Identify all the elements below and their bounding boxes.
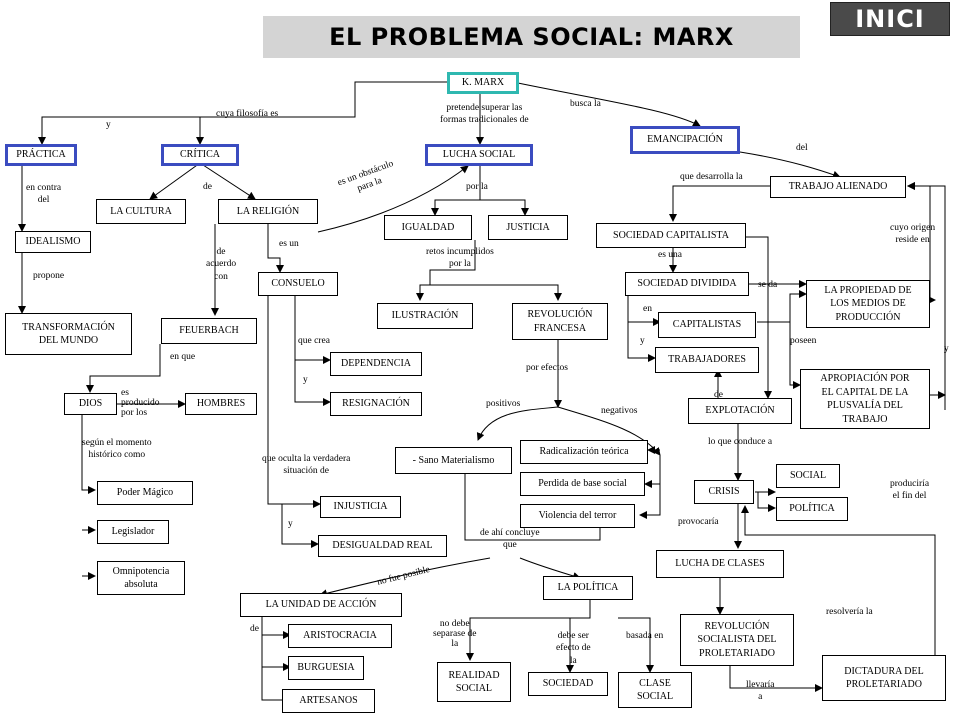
node-consuelo: CONSUELO: [258, 272, 338, 296]
node-social: SOCIAL: [776, 464, 840, 488]
link-cuyo-origen: cuyo origen reside en: [890, 223, 936, 246]
node-idealismo: IDEALISMO: [15, 231, 91, 253]
node-radicalizacion: Radicalización teórica: [520, 440, 648, 464]
home-button[interactable]: INICI: [830, 2, 950, 36]
node-legislador: Legislador: [97, 520, 169, 544]
page-title: EL PROBLEMA SOCIAL: MARX: [329, 23, 734, 51]
link-en-div: en: [643, 304, 652, 314]
node-sociedad-capitalista: SOCIEDAD CAPITALISTA: [596, 223, 746, 248]
link-es-producido: es producido por los: [121, 388, 160, 418]
node-transformacion: TRANSFORMACIÓN DEL MUNDO: [5, 313, 132, 355]
link-en-contra-del: en contra del: [26, 183, 62, 206]
link-se-da: se da: [758, 280, 778, 290]
node-dios: DIOS: [64, 393, 117, 415]
node-resignacion: RESIGNACIÓN: [330, 392, 422, 416]
link-segun-momento: según el momento histórico como: [82, 438, 152, 461]
page-title-bar: EL PROBLEMA SOCIAL: MARX: [263, 16, 800, 58]
node-trabajadores: TRABAJADORES: [655, 347, 759, 373]
node-ilustracion: ILUSTRACIÓN: [377, 303, 473, 329]
node-poder-magico: Poder Mágico: [97, 481, 193, 505]
link-poseen: poseen: [790, 336, 817, 346]
node-dependencia: DEPENDENCIA: [330, 352, 422, 376]
link-que-crea: que crea: [298, 336, 330, 346]
node-revolucion-francesa: REVOLUCIÓN FRANCESA: [512, 303, 608, 340]
link-de-critica: de: [203, 182, 212, 192]
link-lo-que-conduce: lo que conduce a: [708, 437, 773, 447]
link-propone: propone: [33, 271, 65, 281]
node-burguesia: BURGUESIA: [288, 656, 364, 680]
link-en-que: en que: [170, 352, 196, 362]
link-que-desarrolla: que desarrolla la: [680, 172, 743, 182]
link-positivos: positivos: [486, 399, 521, 409]
node-religion: LA RELIGIÓN: [218, 199, 318, 224]
link-es-un: es un: [279, 239, 299, 249]
node-lucha-clases: LUCHA DE CLASES: [656, 550, 784, 578]
node-sociedad: SOCIEDAD: [528, 672, 608, 696]
node-crisis: CRISIS: [694, 480, 754, 504]
node-clase-social: CLASE SOCIAL: [618, 672, 692, 708]
link-de-unidad: de: [250, 624, 259, 634]
node-practica: PRÁCTICA: [5, 144, 77, 166]
node-artesanos: ARTESANOS: [282, 689, 375, 713]
node-igualdad: IGUALDAD: [384, 215, 472, 240]
node-politica-crisis: POLÍTICA: [776, 497, 848, 521]
link-produciria: produciría el fin del: [890, 479, 930, 502]
node-hombres: HOMBRES: [185, 393, 257, 415]
link-cuya-filosofia: cuya filosofía es: [216, 109, 279, 119]
link-retos: retos incumplidos por la: [426, 247, 494, 270]
node-emancipacion: EMANCIPACIÓN: [630, 126, 740, 154]
link-de-trab: de: [714, 390, 723, 400]
link-y-consuelo: y: [303, 375, 308, 385]
link-de-acuerdo-con: de acuerdo con: [206, 247, 237, 282]
link-oculta: que oculta la verdadera situación de: [262, 454, 351, 477]
node-injusticia: INJUSTICIA: [320, 496, 401, 518]
link-debe-ser: debe ser efecto de la: [556, 631, 591, 666]
node-perdida-base: Perdida de base social: [520, 472, 645, 496]
node-apropiacion: APROPIACIÓN POR EL CAPITAL DE LA PLUSVAL…: [800, 369, 930, 429]
node-desigualdad: DESIGUALDAD REAL: [318, 535, 447, 557]
link-negativos: negativos: [601, 406, 638, 416]
link-llevaria: llevaría a: [746, 680, 775, 703]
link-resolveria: resolvería la: [826, 607, 873, 617]
link-basada-en: basada en: [626, 631, 664, 641]
node-justicia: JUSTICIA: [488, 215, 568, 240]
node-trabajo-alienado: TRABAJO ALIENADO: [770, 176, 906, 198]
node-critica: CRÍTICA: [161, 144, 239, 166]
link-busca-la: busca la: [570, 99, 601, 109]
node-violencia-terror: Violencia del terror: [520, 504, 635, 528]
link-y-top: y: [106, 120, 111, 130]
node-lucha-social: LUCHA SOCIAL: [425, 144, 533, 166]
link-por-la-1: por la: [466, 182, 488, 192]
node-capitalistas: CAPITALISTAS: [658, 312, 756, 338]
link-del-top: del: [796, 143, 808, 153]
home-button-label: INICI: [855, 5, 925, 33]
node-sano-materialismo: - Sano Materialismo: [395, 447, 512, 474]
link-y-right: y: [944, 344, 949, 354]
node-la-politica: LA POLÍTICA: [543, 576, 633, 600]
link-pretende-superar: pretende superar las formas tradicionale…: [440, 103, 529, 126]
node-omnipotencia: Omnipotencia absoluta: [97, 561, 185, 595]
node-propiedad-medios: LA PROPIEDAD DE LOS MEDIOS DE PRODUCCIÓN: [806, 280, 930, 328]
node-revolucion-socialista: REVOLUCIÓN SOCIALISTA DEL PROLETARIADO: [680, 614, 794, 666]
node-cultura: LA CULTURA: [96, 199, 186, 224]
node-unidad-accion: LA UNIDAD DE ACCIÓN: [240, 593, 402, 617]
link-provocaria: provocaría: [678, 517, 719, 527]
node-feuerbach: FEUERBACH: [161, 318, 257, 344]
node-explotacion: EXPLOTACIÓN: [688, 398, 792, 424]
link-de-ahi: de ahí concluye que: [480, 528, 540, 551]
link-y-div: y: [640, 336, 645, 346]
link-y-injusticia: y: [288, 519, 293, 529]
node-realidad-social: REALIDAD SOCIAL: [437, 662, 511, 702]
link-es-una: es una: [658, 250, 683, 260]
node-kmarx: K. MARX: [447, 72, 519, 94]
node-sociedad-dividida: SOCIEDAD DIVIDIDA: [625, 272, 749, 296]
link-no-debe: no debe separase de la: [433, 619, 477, 649]
link-por-efectos: por efectos: [526, 363, 568, 373]
node-aristocracia: ARISTOCRACIA: [288, 624, 392, 648]
node-dictadura: DICTADURA DEL PROLETARIADO: [822, 655, 946, 701]
